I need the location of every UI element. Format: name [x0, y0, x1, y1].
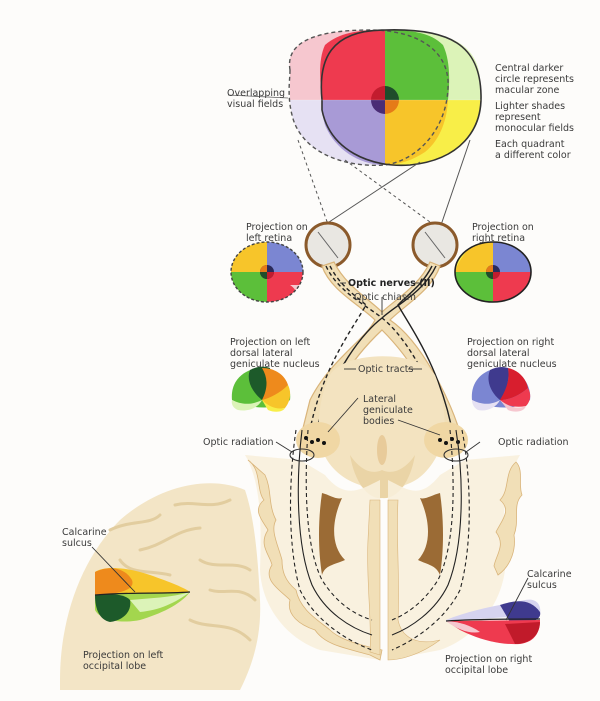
overlapping-visual-fields	[288, 29, 482, 167]
right-lgn-projection	[471, 366, 531, 412]
overlapping-visual-fields-label: Overlapping visual fields	[227, 88, 286, 110]
binocular-field	[320, 30, 450, 165]
projection-lines	[227, 94, 471, 231]
lateral-geniculate-bodies-label: Lateral geniculate bodies	[363, 394, 413, 427]
left-occipital-projection	[94, 568, 191, 622]
binocular-lower-left	[322, 100, 385, 165]
leader-lines	[275, 282, 481, 453]
left-hemisphere-section	[245, 455, 383, 661]
right-occipital-label: Projection on right occipital lobe	[445, 654, 533, 676]
left-lateral-ventricle	[319, 493, 345, 575]
left-brain-lateral	[60, 483, 261, 690]
left-eye	[304, 221, 352, 269]
right-field-outline	[320, 29, 482, 167]
right-occipital-projection	[445, 577, 541, 645]
quadrant-color-note: Each quadrant a different color	[495, 139, 571, 161]
midbrain	[318, 356, 445, 499]
left-retina-label: Projection on left retina	[246, 222, 308, 244]
left-lateral-geniculate-body	[296, 422, 340, 458]
optic-radiation-left-label: Optic radiation	[203, 437, 274, 448]
binocular-upper-right	[385, 30, 450, 100]
right-hemisphere-section	[387, 455, 523, 661]
optic-nerves-label: Optic nerves (II)	[348, 278, 435, 289]
calcarine-sulcus-left-label: Calcarine sulcus	[62, 527, 107, 549]
right-lgn-label: Projection on right dorsal lateral genic…	[467, 337, 557, 370]
optic-chiasm-label: Optic chiasm	[354, 292, 417, 303]
right-lateral-geniculate-body	[424, 422, 468, 458]
optic-tracts-label: Optic tracts	[358, 364, 414, 375]
optic-radiations	[289, 429, 470, 651]
binocular-upper-left	[320, 30, 385, 100]
left-lgn-projection	[231, 366, 291, 412]
right-lateral-ventricle	[418, 493, 443, 575]
calcarine-sulcus-right-label: Calcarine sulcus	[527, 569, 572, 591]
macular-zone	[371, 86, 399, 114]
right-eye	[411, 221, 459, 269]
right-retina-label: Projection on right retina	[472, 222, 534, 244]
left-occipital-label: Projection on left occipital lobe	[83, 650, 164, 672]
lighter-shades-note: Lighter shades represent monocular field…	[495, 101, 574, 134]
binocular-lower-right	[385, 100, 448, 165]
left-retina-projection	[230, 241, 304, 303]
optic-radiation-right-label: Optic radiation	[498, 437, 569, 448]
left-lgn-label: Projection on left dorsal lateral genicu…	[230, 337, 320, 370]
right-retina-projection	[454, 241, 532, 303]
left-field-outline	[288, 29, 449, 167]
macular-zone-note: Central darker circle represents macular…	[495, 63, 574, 96]
